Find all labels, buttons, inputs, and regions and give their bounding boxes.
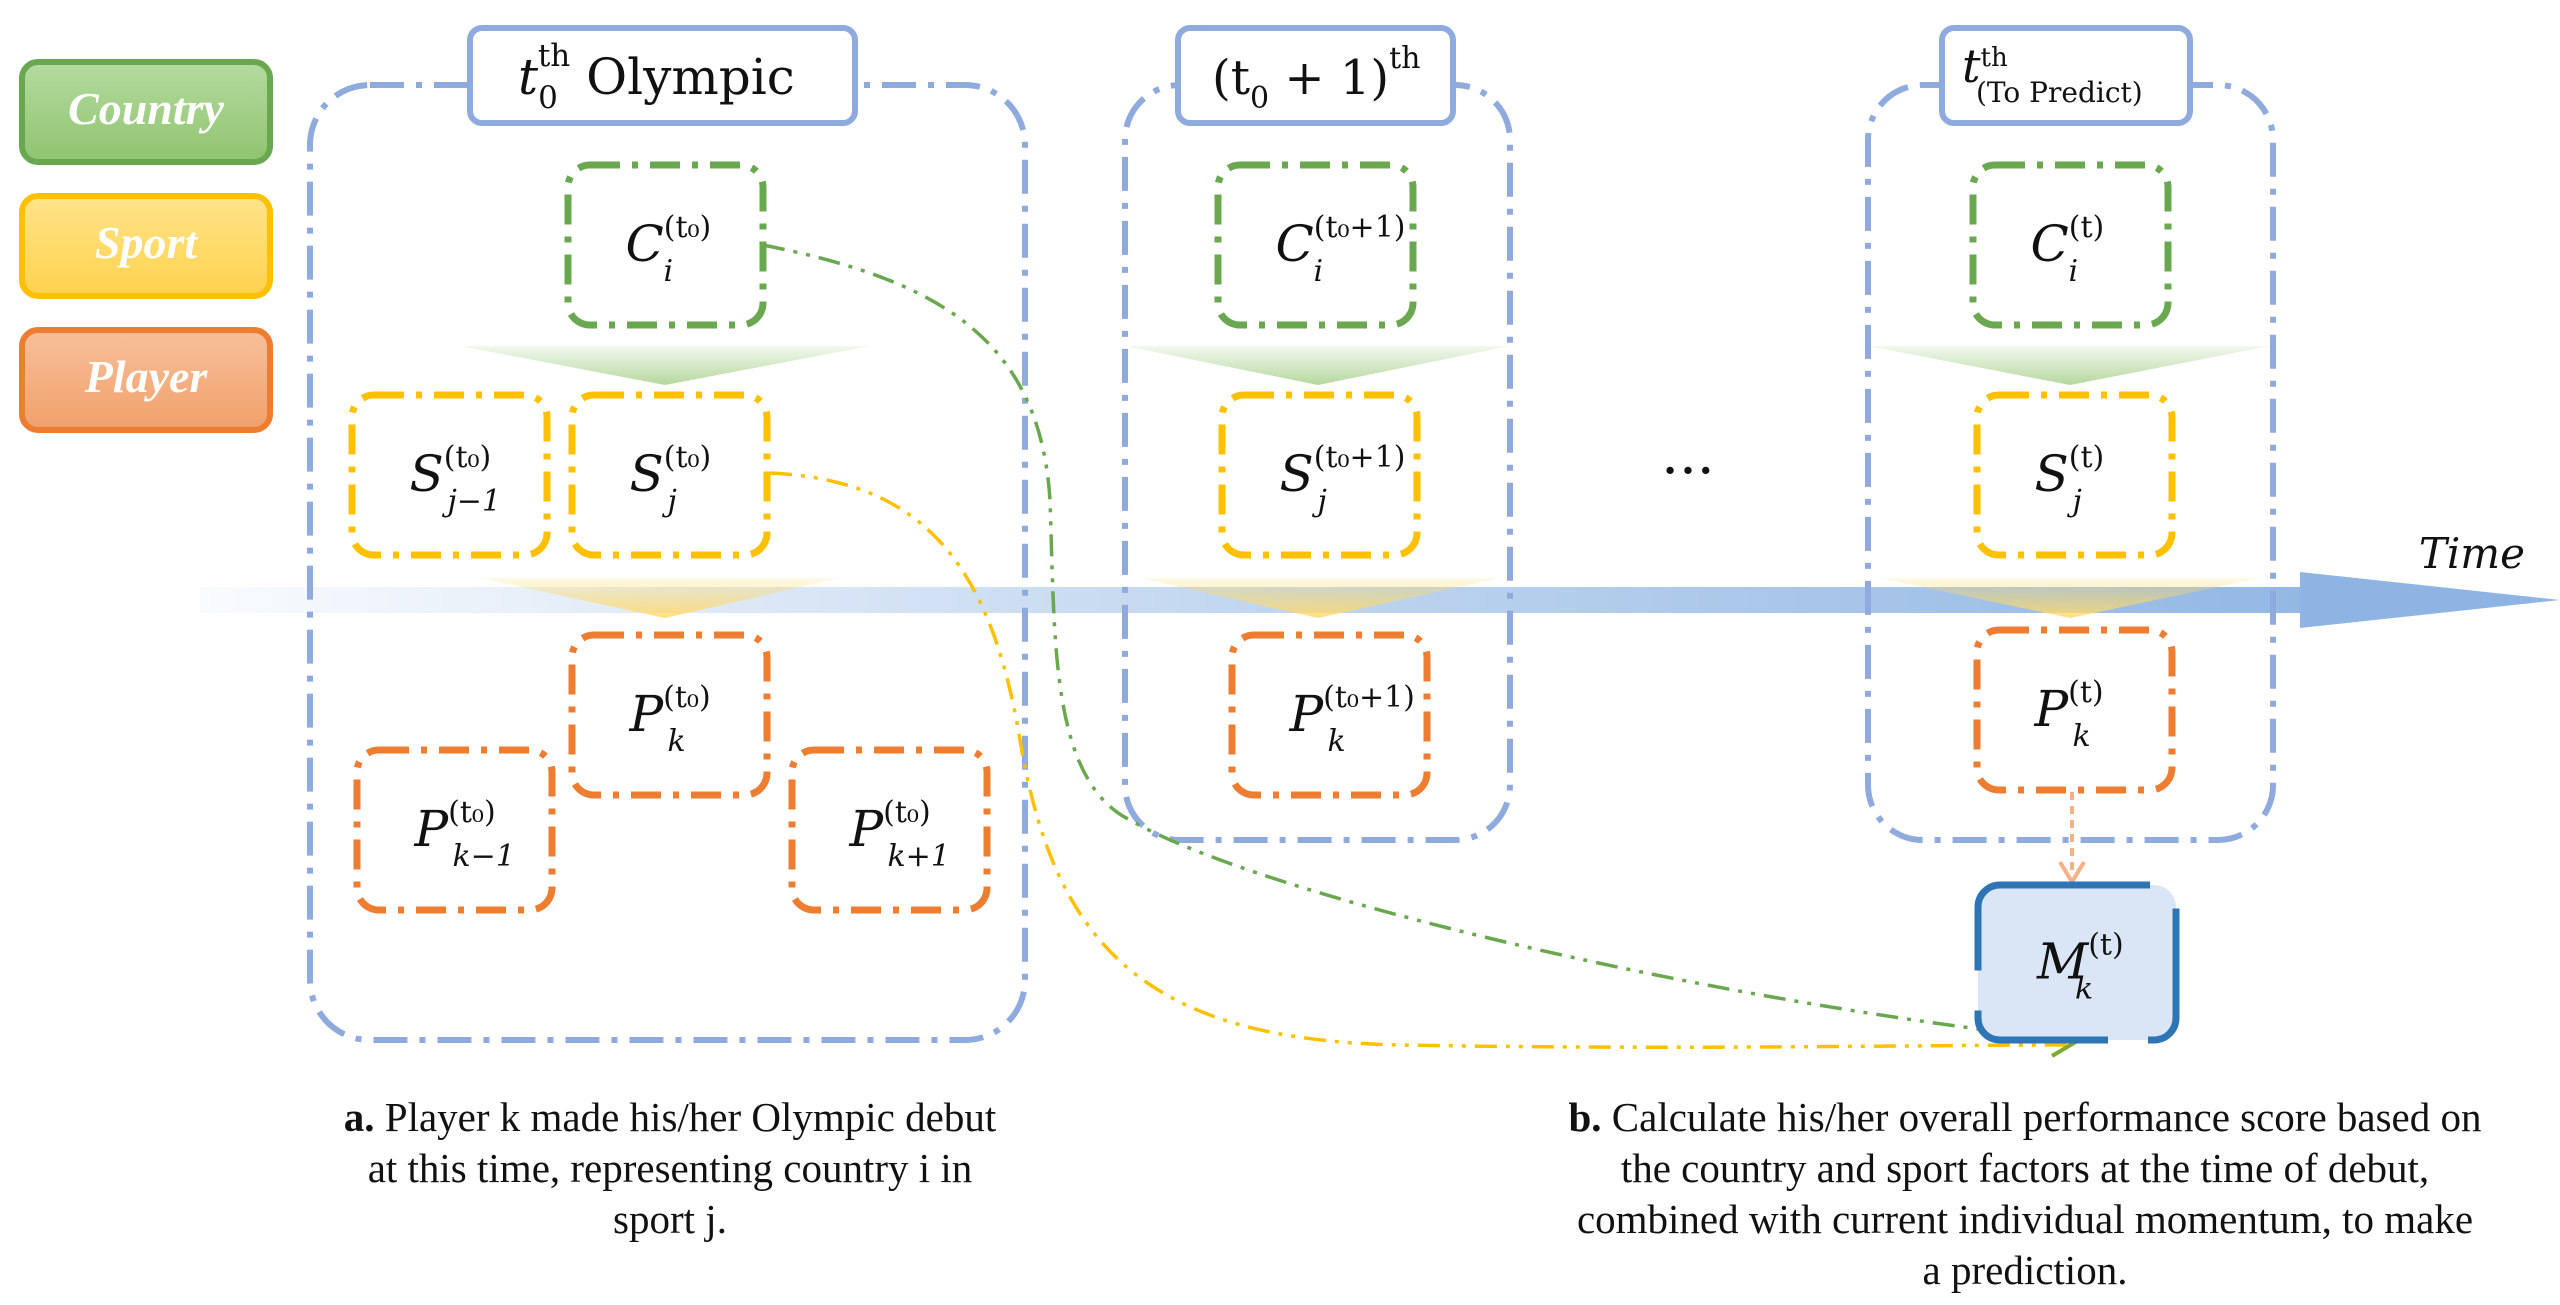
node-sport-j-t0-label: S(t₀) — [630, 440, 712, 503]
node-country-t0plus1: C(t₀+1)i — [1214, 161, 1417, 329]
node-country-t0plus1-box — [1214, 161, 1417, 329]
country-influence-curve — [762, 243, 2071, 1042]
group-t0-title: t0 th Olympic — [467, 25, 858, 126]
group-t-title-base: t — [1962, 39, 1981, 93]
node-country-t: C(t)i — [1969, 161, 2172, 329]
node-country-t0-label: C(t₀) — [626, 210, 712, 273]
node-sport-j-t0-box — [568, 391, 771, 559]
group-t0-container — [307, 82, 1028, 1043]
node-player-k-t0: P(t₀)k — [568, 631, 771, 799]
node-player-kminus1-t0-label: P(t₀) — [414, 795, 496, 858]
legend-player: Player — [19, 327, 273, 433]
legend-country: Country — [19, 59, 273, 165]
node-player-kminus1-t0-box — [353, 746, 556, 914]
node-player-kminus1-t0-subscript: k−1 — [453, 839, 515, 874]
node-player-kplus1-t0-subscript: k+1 — [888, 839, 950, 874]
legend-country-label: Country — [68, 83, 225, 134]
caption-b: b. Calculate his/her overall performance… — [1565, 1092, 2485, 1296]
node-player-k-t0-label: P(t₀) — [629, 680, 711, 743]
flow-funnels — [460, 346, 2270, 618]
node-player-kplus1-t0-box — [788, 746, 991, 914]
node-sport-jminus1-t0: S(t₀)j−1 — [348, 391, 551, 559]
legend: Country Sport Player — [19, 59, 273, 433]
node-sport-jminus1-t0-subscript: j−1 — [442, 484, 502, 519]
node-country-t0-box — [564, 161, 767, 329]
node-player-t-label: P(t) — [2034, 675, 2104, 738]
group-t-title-sup: th — [1981, 43, 2008, 73]
node-sport-t0plus1-box — [1218, 391, 1421, 559]
svg-text:(t0 + 1)th: (t0 + 1)th — [1212, 41, 1421, 116]
node-player-t-box — [1973, 626, 2176, 794]
caption-b-bold: b. — [1568, 1094, 1602, 1140]
legend-sport-label: Sport — [95, 217, 198, 268]
group-t-title-sub: (To Predict) — [1976, 76, 2143, 109]
node-sport-t: S(t)j — [1973, 391, 2176, 559]
ellipsis: ··· — [1661, 439, 1714, 504]
node-sport-t-box — [1973, 391, 2176, 559]
svg-text:tth: tth — [1962, 39, 2008, 93]
group-t0-title-suffix: Olympic — [570, 48, 795, 106]
group-t0-title-base: t — [518, 48, 539, 106]
group-t0plus1-title-base: (t — [1212, 50, 1250, 106]
node-sport-jminus1-t0-box — [348, 391, 551, 559]
node-sport-jminus1-t0-label: S(t₀) — [410, 440, 492, 503]
node-player-t-subscript: k — [2073, 719, 2091, 754]
node-country-t0plus1-label: C(t₀+1) — [1276, 210, 1406, 273]
node-country-t0plus1-subscript: i — [1314, 254, 1324, 289]
caption-b-text: Calculate his/her overall performance sc… — [1576, 1094, 2482, 1293]
node-country-t-box — [1969, 161, 2172, 329]
group-t0plus1-title-sub: 0 — [1250, 81, 1269, 116]
caption-a: a. Player k made his/her Olympic debut a… — [330, 1092, 1010, 1245]
node-player-kplus1-t0: P(t₀)k+1 — [788, 746, 991, 914]
node-momentum-box — [1974, 881, 2180, 1044]
caption-a-text: Player k made his/her Olympic debut at t… — [367, 1094, 997, 1242]
group-t0-title-sub: 0 — [538, 80, 558, 116]
node-sport-t-label: S(t) — [2035, 440, 2105, 503]
legend-player-label: Player — [84, 351, 209, 402]
node-momentum-subscript: k — [2075, 972, 2093, 1007]
node-player-t0plus1-box — [1228, 631, 1431, 799]
group-t0plus1-title-sup: th — [1389, 41, 1420, 76]
node-sport-j-t0: S(t₀)j — [568, 391, 771, 559]
group-t0plus1-title: (t0 + 1)th — [1175, 25, 1456, 126]
group-t-title: tth (To Predict) — [1939, 25, 2193, 126]
node-sport-t0plus1-label: S(t₀+1) — [1280, 440, 1406, 503]
caption-a-bold: a. — [343, 1094, 375, 1140]
node-player-kminus1-t0: P(t₀)k−1 — [353, 746, 556, 914]
node-player-kplus1-t0-label: P(t₀) — [849, 795, 931, 858]
node-player-t0plus1-label: P(t₀+1) — [1289, 680, 1415, 743]
node-player-t0plus1: P(t₀+1)k — [1228, 631, 1431, 799]
group-t0-title-sup: th — [538, 38, 570, 74]
node-sport-t0plus1: S(t₀+1)j — [1218, 391, 1421, 559]
node-momentum-label: M(t) — [2036, 928, 2124, 991]
node-player-t: P(t)k — [1973, 626, 2176, 794]
node-country-t0: C(t₀)i — [564, 161, 767, 329]
time-label: Time — [2419, 529, 2525, 578]
node-player-t0plus1-subscript: k — [1328, 724, 1346, 759]
svg-text:t0th Olympic: t0 th Olympic — [518, 38, 795, 116]
legend-sport: Sport — [19, 193, 273, 299]
node-country-t-label: C(t) — [2031, 210, 2105, 273]
node-momentum: M(t)k — [1974, 881, 2180, 1044]
node-player-k-t0-subscript: k — [668, 724, 686, 759]
node-player-k-t0-box — [568, 631, 771, 799]
group-t0plus1-title-mid: + 1) — [1269, 50, 1389, 106]
node-country-t-subscript: i — [2069, 254, 2079, 289]
node-country-t0-subscript: i — [664, 254, 674, 289]
